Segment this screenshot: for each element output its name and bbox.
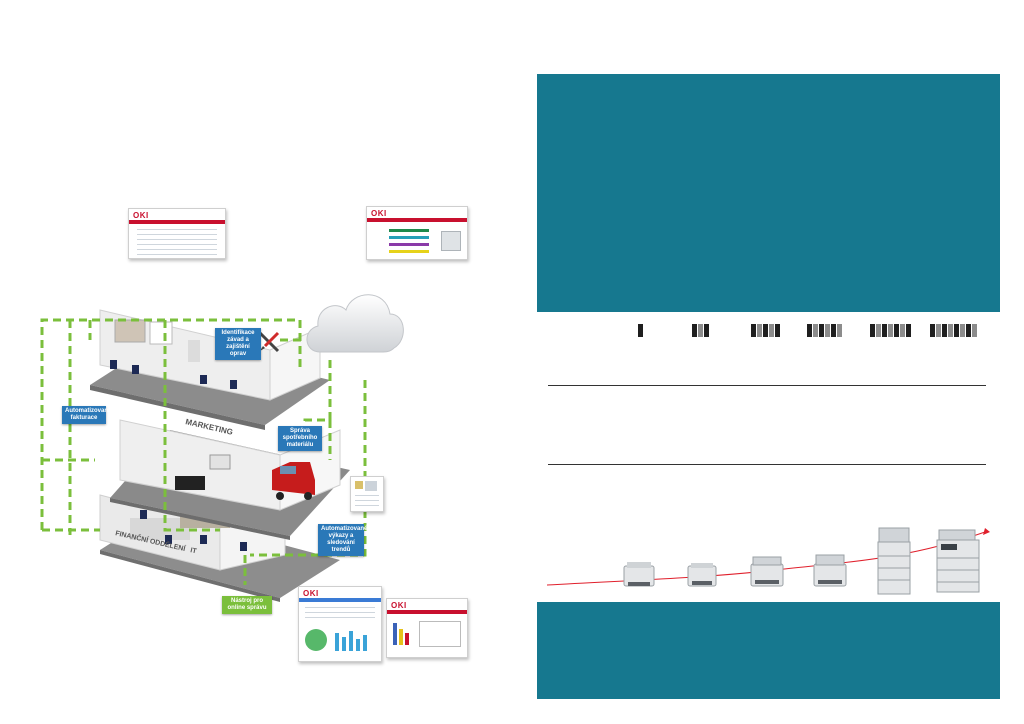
person-icon (757, 324, 762, 337)
person-icon (900, 324, 905, 337)
person-icon (954, 324, 959, 337)
person-icon (930, 324, 935, 337)
device-status-screenshot: OKI (366, 206, 468, 260)
person-icon (638, 324, 643, 337)
person-icon (825, 324, 830, 337)
callout-identification: Identifikace závad a zajištění oprav (215, 328, 261, 360)
person-icon (960, 324, 965, 337)
device-report-thumbnail (350, 476, 384, 512)
device-list-screenshot: OKI (128, 208, 226, 259)
callout-online-tool: Nástroj pro online správu (222, 596, 272, 614)
online-management-dashboard-screenshot: OKI (298, 586, 382, 662)
top-teal-panel (537, 74, 1000, 312)
person-icon (966, 324, 971, 337)
oki-logo: OKI (133, 211, 149, 220)
people-groups-row (537, 322, 1000, 348)
person-icon (751, 324, 756, 337)
cloud-icon (306, 294, 404, 353)
wrench-screwdriver-icon (258, 331, 280, 353)
person-icon (692, 324, 697, 337)
callout-billing: Automatizovaná fakturace (62, 406, 111, 424)
person-icon (763, 324, 768, 337)
oki-logo: OKI (303, 589, 319, 598)
oki-logo: OKI (371, 209, 387, 218)
person-icon (972, 324, 977, 337)
callout-reports: Automatizované výkazy a sledování trendů (318, 524, 367, 556)
divider-bottom (548, 464, 986, 465)
oki-logo: OKI (391, 601, 407, 610)
printer-icon (623, 562, 655, 587)
office-building-illustration: MARKETING FINANČNÍ ODDĚLENÍ IT (40, 309, 367, 602)
person-icon (906, 324, 911, 337)
person-icon (704, 324, 709, 337)
person-icon (948, 324, 953, 337)
bottom-teal-panel (537, 602, 1000, 699)
person-icon (936, 324, 941, 337)
trend-report-screenshot: OKI (386, 598, 468, 658)
divider-top (548, 385, 986, 386)
delivery-van-icon (272, 462, 315, 500)
person-icon (837, 324, 842, 337)
person-icon (819, 324, 824, 337)
person-icon (775, 324, 780, 337)
person-icon (813, 324, 818, 337)
person-icon (769, 324, 774, 337)
floor-label-it: IT (190, 547, 198, 555)
printer-icon (877, 527, 911, 595)
printer-icon (750, 556, 784, 587)
person-icon (888, 324, 893, 337)
callout-supplies: Správa spotřebního materiálu (278, 426, 322, 451)
person-icon (882, 324, 887, 337)
person-icon (870, 324, 875, 337)
printer-icon (936, 529, 980, 593)
printer-icon (687, 563, 717, 587)
printer-icon (813, 554, 847, 587)
person-icon (876, 324, 881, 337)
person-icon (894, 324, 899, 337)
person-icon (807, 324, 812, 337)
person-icon (942, 324, 947, 337)
person-icon (831, 324, 836, 337)
person-icon (698, 324, 703, 337)
